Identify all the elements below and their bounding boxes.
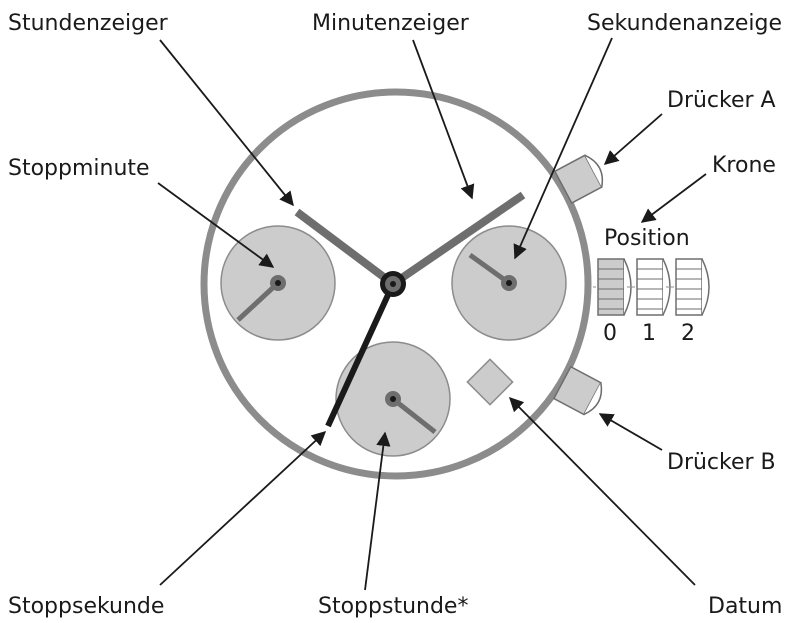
pointer-stop-minute [157,182,275,268]
stop-minute-subdial [220,225,336,341]
label-pusher-b: Drücker B [667,450,776,475]
pointer-seconds-display [513,37,613,260]
hour-hand [294,208,396,288]
pointer-hour-hand [159,39,294,207]
label-position-0: 0 [603,321,617,346]
label-pusher-a: Drücker A [667,88,776,113]
label-seconds-display: Sekundenanzeige [587,11,783,36]
label-position-2: 2 [681,321,695,346]
pointer-pusher-a [603,113,663,165]
label-position-1: 1 [642,321,656,346]
stop-hour-subdial [335,341,451,457]
pointer-stop-second [159,431,327,586]
label-hour-hand: Stundenzeiger [8,11,168,36]
crown-position-2 [666,258,710,316]
label-crown: Krone [712,153,776,178]
pusher-a [553,154,604,205]
pointer-stop-hour [364,431,391,591]
date-window [466,358,514,406]
seconds-subdial [451,225,567,341]
label-position: Position [604,226,690,251]
pusher-b [552,365,603,416]
stop-second-hand [325,282,396,428]
label-minute-hand: Minutenzeiger [312,11,469,36]
minute-hand [390,191,526,288]
label-stop-minute: Stoppminute [8,156,150,181]
label-date: Datum [708,594,783,619]
crown-position-0 [588,258,632,316]
pointer-date [508,396,696,586]
pointer-pusher-b [598,413,663,451]
label-stop-second: Stoppsekunde [8,594,165,619]
pointer-minute-hand [412,39,475,200]
pointer-crown [640,173,707,223]
label-stop-hour: Stoppstunde* [318,594,469,619]
crown-position-1 [627,258,671,316]
